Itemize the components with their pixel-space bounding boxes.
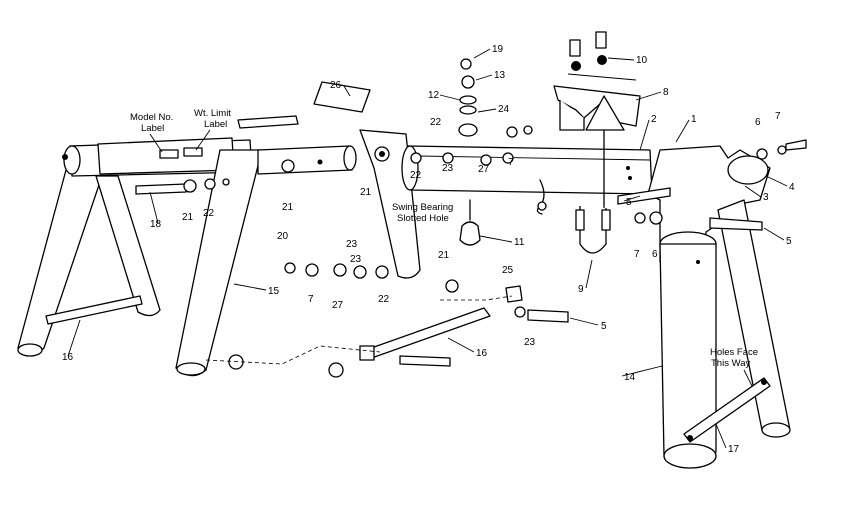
callout-16-right: 16 — [476, 348, 488, 359]
swing-bearing-label-line1: Swing Bearing — [392, 202, 453, 213]
callout-22-b: 22 — [410, 170, 422, 181]
right-a-frame — [647, 145, 791, 469]
left-hardware — [135, 81, 371, 195]
callout-10: 10 — [636, 55, 648, 66]
callout-21-a: 21 — [182, 212, 194, 223]
callout-1: 1 — [691, 114, 697, 125]
callout-7-mid: 7 — [508, 157, 514, 168]
wt-limit-label-line2: Label — [204, 119, 227, 130]
model-no-label-line2: Label — [141, 123, 164, 134]
callout-4: 4 — [789, 182, 795, 193]
callout-7-bottom: 7 — [308, 294, 314, 305]
callout-5-bottom: 5 — [601, 321, 607, 332]
callout-22-c: 22 — [430, 117, 442, 128]
callout-8: 8 — [663, 87, 669, 98]
callout-20: 20 — [277, 231, 289, 242]
callout-labels: 1 2 3 4 5 5 5 6 6 7 7 7 7 8 9 10 11 12 1… — [62, 44, 795, 455]
holes-face-label-line1: Holes Face — [710, 347, 758, 358]
callout-22-a: 22 — [203, 208, 215, 219]
callout-6-top: 6 — [755, 117, 761, 128]
callout-7-top: 7 — [775, 111, 781, 122]
center-hardware — [410, 58, 533, 164]
callout-3: 3 — [763, 192, 769, 203]
callout-6-bottom: 6 — [652, 249, 658, 260]
leader-lines — [67, 48, 788, 449]
callout-27-b: 27 — [332, 300, 344, 311]
callout-14: 14 — [624, 372, 636, 383]
callout-15: 15 — [268, 286, 280, 297]
callout-25: 25 — [502, 265, 514, 276]
callout-18: 18 — [150, 219, 162, 230]
callout-23-c: 23 — [524, 337, 536, 348]
saddle-bracket — [553, 31, 641, 240]
callout-23-d: 23 — [350, 254, 362, 265]
callout-11: 11 — [514, 237, 525, 248]
callout-5-right: 5 — [786, 236, 792, 247]
callout-21-d: 21 — [438, 250, 450, 261]
callout-5-top: 5 — [626, 197, 632, 208]
callout-7-right: 7 — [634, 249, 640, 260]
wt-limit-label-line1: Wt. Limit — [194, 108, 231, 119]
callout-16-left: 16 — [62, 352, 74, 363]
model-no-label-line1: Model No. — [130, 112, 173, 123]
callout-23-a: 23 — [442, 163, 454, 174]
callout-21-c: 21 — [360, 187, 372, 198]
callout-19: 19 — [492, 44, 504, 55]
top-beam — [401, 145, 653, 246]
callout-13: 13 — [494, 70, 506, 81]
bottom-hardware — [205, 262, 569, 378]
callout-23-b: 23 — [346, 239, 358, 250]
callout-24: 24 — [498, 104, 510, 115]
right-hardware — [617, 139, 807, 231]
callout-2: 2 — [651, 114, 657, 125]
callout-21-b: 21 — [282, 202, 294, 213]
callout-17: 17 — [728, 444, 740, 455]
callout-22-d: 22 — [378, 294, 390, 305]
callout-27-a: 27 — [478, 164, 490, 175]
swing-bearing-label-line2: Slotted Hole — [397, 213, 449, 224]
holes-face-label-line2: This Way — [711, 358, 750, 369]
u-bolt — [575, 206, 611, 254]
annotation-labels: Model No. Label Wt. Limit Label Swing Be… — [130, 108, 758, 387]
callout-26: 26 — [330, 80, 342, 91]
callout-9: 9 — [578, 284, 584, 295]
callout-12: 12 — [428, 90, 440, 101]
left-a-frame — [17, 115, 421, 377]
